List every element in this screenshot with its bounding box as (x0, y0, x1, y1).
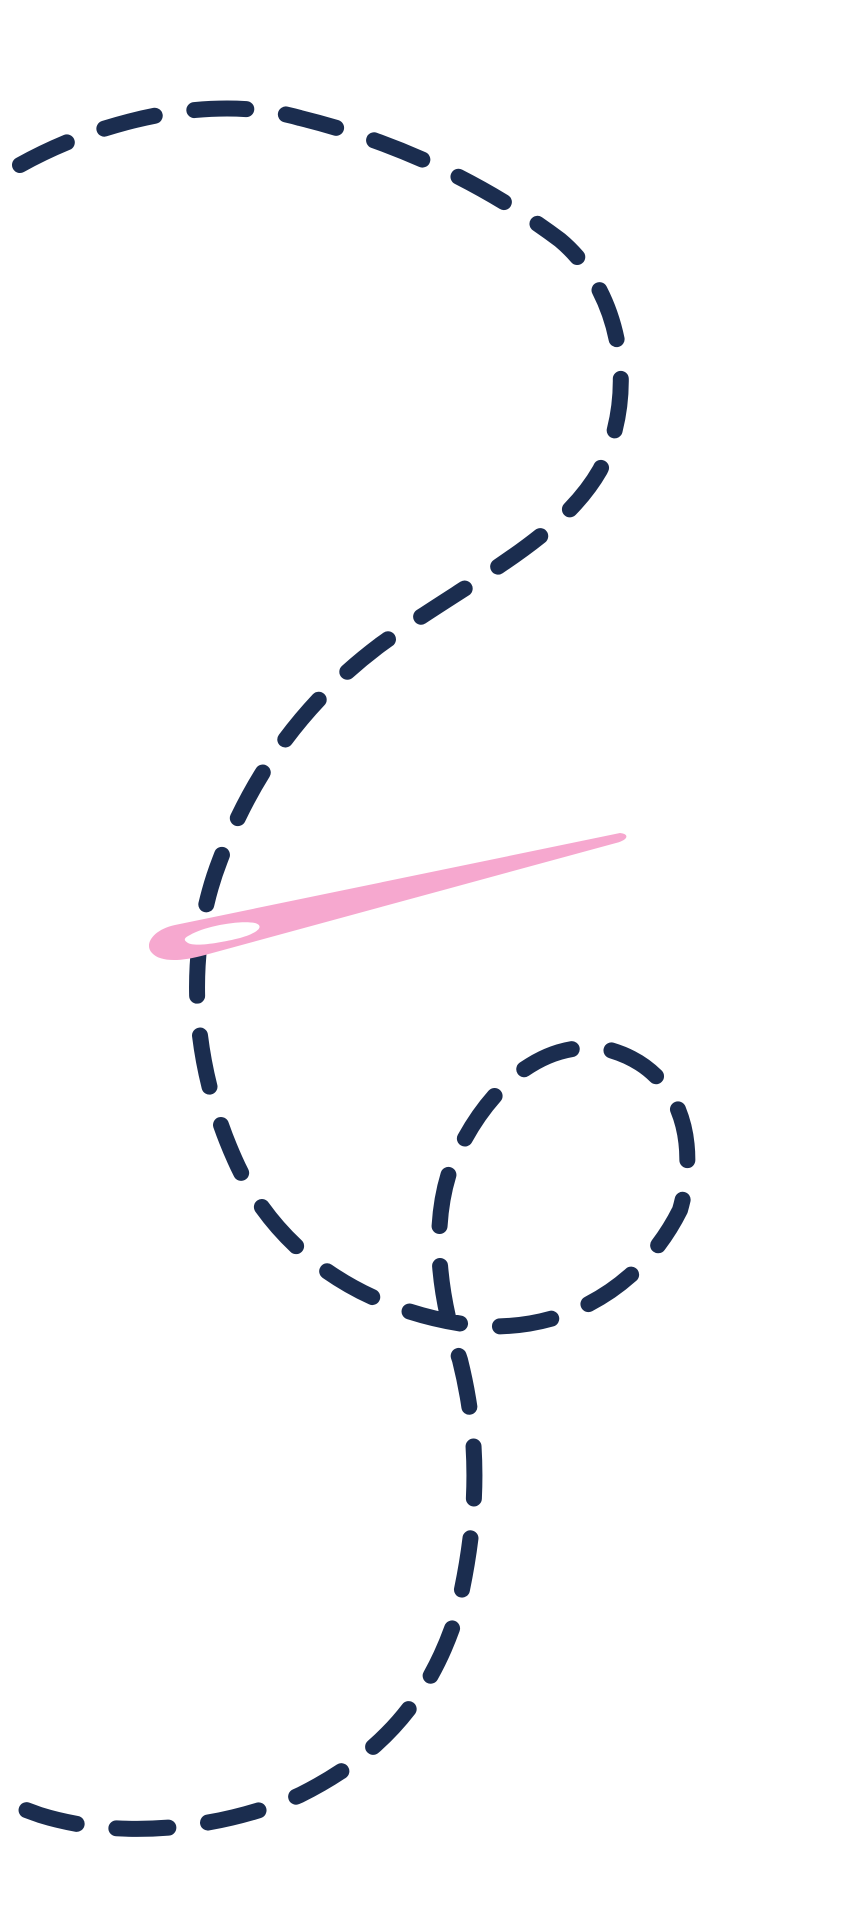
needle-eye (184, 922, 260, 945)
sewing-needle-icon (148, 833, 627, 961)
dashed-thread-icon (0, 100, 696, 1837)
needle-body (148, 833, 627, 961)
